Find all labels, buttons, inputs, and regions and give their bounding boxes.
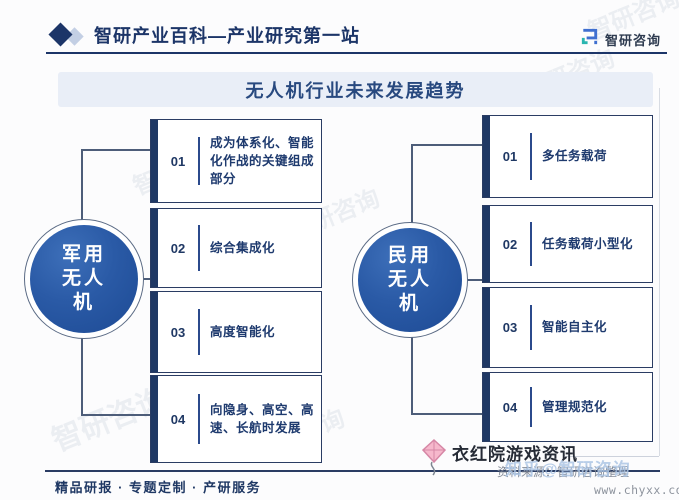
item-text: 管理规范化 <box>542 399 608 414</box>
item-number: 04 <box>502 399 518 415</box>
circle-text-line: 机 <box>72 291 95 313</box>
item-divider <box>530 221 532 267</box>
kite-icon <box>417 438 451 481</box>
list-item-civil-1: 01 多任务载荷 <box>482 115 653 198</box>
diagram-title: 无人机行业未来发展趋势 <box>245 80 466 101</box>
brand-logo-icon <box>579 26 600 52</box>
right-connector-mid <box>466 279 482 281</box>
item-number: 02 <box>502 236 518 252</box>
zhihu-watermark: 知乎@智研咨询 <box>505 460 631 479</box>
footer-rule <box>45 470 660 472</box>
watermark-frame-horizontal <box>565 456 659 457</box>
right-connector-top <box>411 144 482 146</box>
item-divider <box>530 387 532 427</box>
accent-bar <box>483 373 490 441</box>
list-item-civil-2: 02 任务载荷小型化 <box>482 205 653 283</box>
item-number: 01 <box>502 149 518 164</box>
item-text: 高度智能化 <box>210 324 276 339</box>
circle-text-line: 无人 <box>61 268 106 290</box>
item-number: 03 <box>502 320 518 335</box>
source-note: 资料来源：智研咨询整理 <box>497 465 630 479</box>
list-item-civil-3: 03 智能自主化 <box>482 287 653 368</box>
item-divider <box>198 394 200 444</box>
right-connector-bottom <box>411 413 482 415</box>
accent-bar <box>151 120 158 202</box>
item-divider <box>530 304 532 351</box>
item-number: 03 <box>170 324 186 340</box>
item-divider <box>198 225 200 271</box>
circle-text-line: 机 <box>398 292 421 314</box>
accent-bar <box>151 292 158 372</box>
channel-watermark: 衣红院游戏资讯 <box>452 445 578 464</box>
diagram-title-banner: 无人机行业未来发展趋势 <box>58 72 653 107</box>
left-connector-mid <box>138 278 150 280</box>
item-divider <box>198 137 200 185</box>
website-url: www.chyxx.com <box>594 483 679 497</box>
list-item-civil-4: 04 管理规范化 <box>482 372 653 442</box>
item-text: 智能自主化 <box>542 320 608 335</box>
item-text: 综合集成化 <box>210 240 276 255</box>
item-text: 任务载荷小型化 <box>542 236 634 251</box>
circle-text-line: 军用 <box>61 244 106 266</box>
item-number: 04 <box>170 411 186 427</box>
item-text: 成为体系化、智能化作战的关键组成部分 <box>210 135 315 187</box>
list-item-military-4: 04 向隐身、高空、高速、长航时发展 <box>150 375 322 463</box>
civil-uav-label: 民用 无人 机 <box>358 228 462 332</box>
list-item-military-2: 02 综合集成化 <box>150 208 322 288</box>
header-diamond-icon <box>48 22 73 47</box>
item-divider <box>530 133 532 180</box>
military-uav-circle: 军用 无人 机 <box>24 219 144 339</box>
accent-bar <box>151 376 158 462</box>
item-divider <box>198 308 200 356</box>
civil-uav-circle: 民用 无人 机 <box>352 222 468 338</box>
military-uav-label: 军用 无人 机 <box>30 225 138 333</box>
list-item-military-1: 01 成为体系化、智能化作战的关键组成部分 <box>150 119 322 203</box>
item-text: 向隐身、高空、高速、长航时发展 <box>210 402 315 435</box>
accent-bar <box>483 206 490 282</box>
item-number: 02 <box>170 240 186 256</box>
left-connector-top <box>81 149 150 151</box>
brand-logo-text: 智研咨询 <box>604 32 661 48</box>
accent-bar <box>151 209 158 287</box>
footer-services: 精品研报 · 专题定制 · 产研服务 <box>55 480 262 495</box>
left-connector-bottom <box>81 414 150 416</box>
item-text: 多任务载荷 <box>542 149 608 164</box>
list-item-military-3: 03 高度智能化 <box>150 291 322 373</box>
watermark-frame-vertical <box>659 88 660 456</box>
item-number: 01 <box>170 153 186 169</box>
page-title: 智研产业百科—产业研究第一站 <box>94 26 360 46</box>
circle-text-line: 民用 <box>387 245 432 267</box>
circle-text-line: 无人 <box>387 269 432 291</box>
accent-bar <box>483 116 490 197</box>
header-rule <box>46 52 667 54</box>
brand-logo: 智研咨询 <box>579 26 661 52</box>
accent-bar <box>483 288 490 367</box>
